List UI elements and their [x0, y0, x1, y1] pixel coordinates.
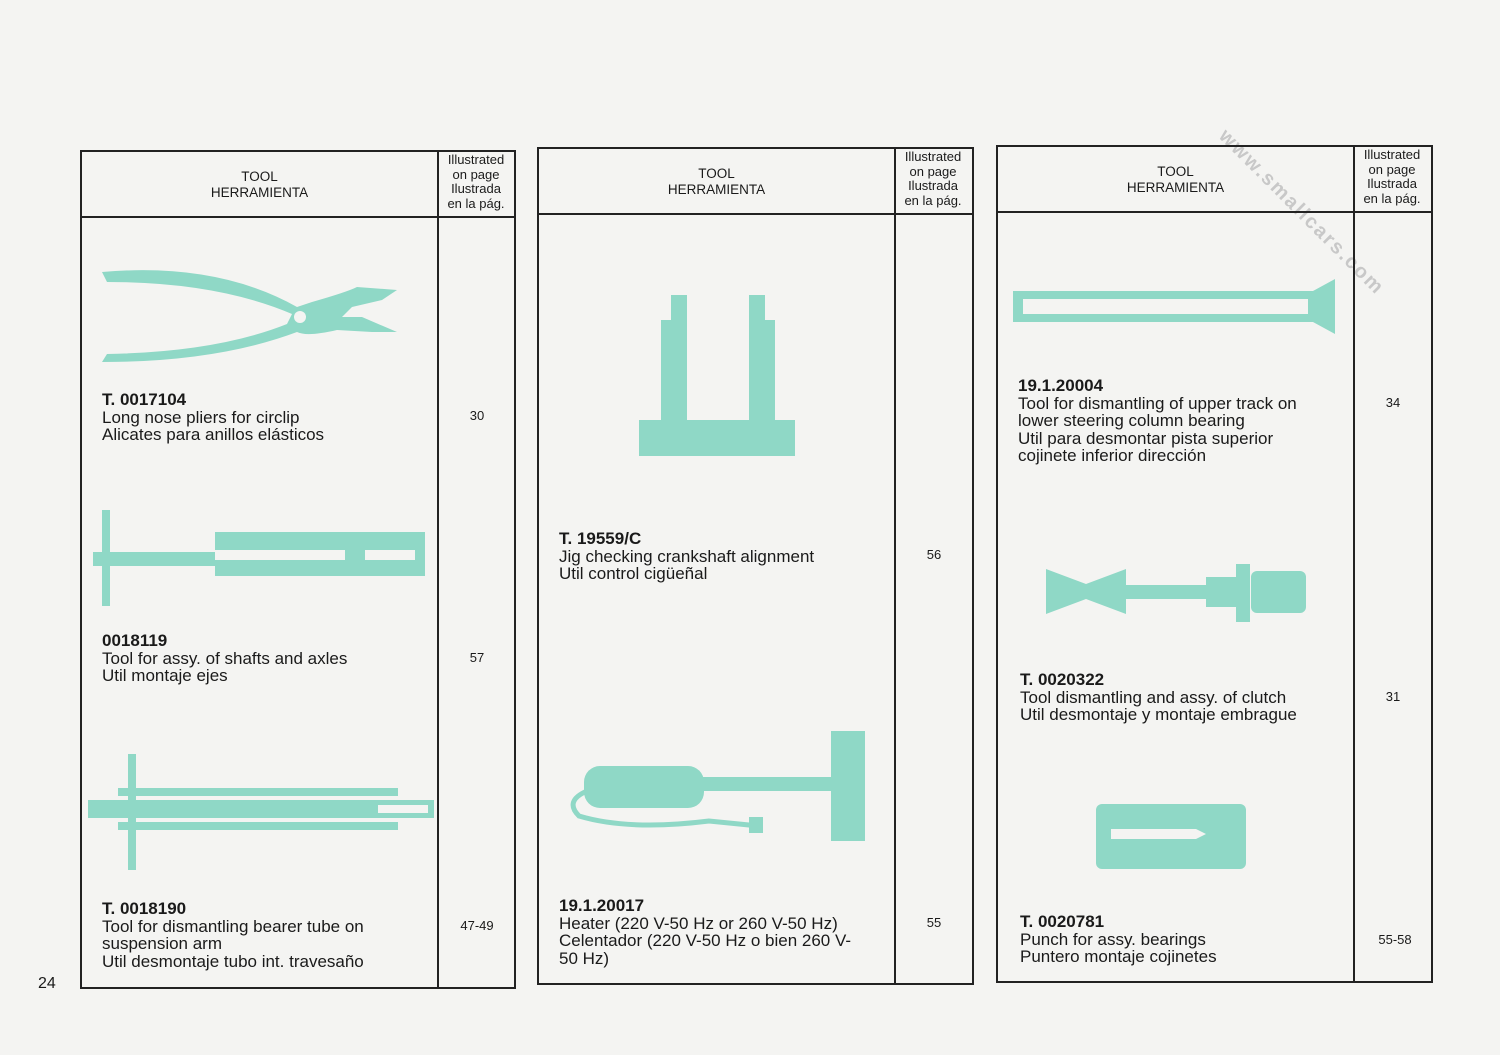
illustrated-label: en la pág. — [904, 192, 962, 208]
tool-desc: suspension arm — [102, 934, 223, 953]
page-number: 24 — [38, 975, 56, 992]
illustrated-label: Illustrated — [447, 152, 505, 167]
jig-icon — [639, 295, 795, 456]
heater-icon — [570, 731, 865, 841]
herramienta-label: HERRAMIENTA — [1126, 180, 1225, 195]
tool-desc: Long nose pliers for circlip — [102, 407, 300, 427]
tool-label: TOOL — [241, 169, 278, 184]
punch-icon — [1096, 804, 1246, 869]
illustrated-label: on page — [452, 166, 500, 182]
tool-desc: Util control cigüeñal — [559, 564, 708, 583]
tool-desc: Punch for assy. bearings — [1020, 929, 1206, 949]
tool-desc: Tool for dismantling bearer tube on — [102, 916, 364, 936]
herramienta-label: HERRAMIENTA — [667, 182, 766, 197]
pliers-icon — [102, 270, 397, 362]
illustrated-label: en la pág. — [1363, 190, 1421, 206]
page-ref: 57 — [469, 650, 485, 665]
tool-code: 0018119 — [102, 631, 168, 650]
page-ref: 30 — [469, 408, 485, 423]
tool-desc: Util desmontaje tubo int. travesaño — [102, 951, 364, 971]
illustrated-label: on page — [1368, 161, 1416, 177]
page-ref: 56 — [926, 547, 942, 562]
tool-desc: Tool dismantling and assy. of clutch — [1020, 687, 1287, 707]
tool-desc: cojinete inferior dirección — [1018, 446, 1207, 465]
tool-desc: Jig checking crankshaft alignment — [559, 546, 815, 566]
tool-desc: 50 Hz) — [559, 948, 610, 968]
illustrated-label: on page — [909, 163, 957, 179]
page-ref: 34 — [1385, 395, 1401, 410]
tool-desc: Tool for assy. of shafts and axles — [102, 648, 348, 668]
illustrated-label: en la pág. — [447, 195, 505, 211]
herramienta-label: HERRAMIENTA — [210, 185, 309, 200]
tool-label: TOOL — [1157, 164, 1194, 179]
clutch-tool-icon — [1046, 564, 1306, 622]
drift-icon — [1013, 279, 1335, 334]
page-ref: 47-49 — [460, 918, 494, 933]
illustrated-label: Ilustrada — [908, 178, 958, 193]
page-ref: 31 — [1385, 689, 1401, 704]
page-ref: 55 — [926, 915, 942, 930]
tool-code: T. 19559/C — [559, 529, 642, 548]
tool-desc: lower steering column bearing — [1018, 411, 1245, 430]
tool-desc: Util para desmontar pista superior — [1018, 428, 1274, 448]
tool-code: T. 0020781 — [1020, 912, 1105, 931]
tool-code: T. 0020322 — [1020, 670, 1105, 689]
illustrated-label: Ilustrada — [451, 181, 501, 196]
tool-code: T. 0017104 — [102, 390, 187, 409]
tool-desc: Tool for dismantling of upper track on — [1018, 393, 1297, 413]
tool-label: TOOL — [698, 166, 735, 181]
illustrated-label: Illustrated — [904, 149, 962, 164]
illustrated-label: Illustrated — [1363, 147, 1421, 162]
tool-desc: Celentador (220 V-50 Hz o bien 260 V- — [559, 931, 852, 950]
shaft-tool-icon — [93, 510, 425, 606]
tool-desc: Util montaje ejes — [102, 666, 228, 685]
tool-desc: Alicates para anillos elásticos — [102, 425, 325, 444]
page-ref: 55-58 — [1378, 932, 1412, 947]
tool-code: T. 0018190 — [102, 899, 187, 918]
tool-desc: Util desmontaje y montaje embrague — [1020, 705, 1297, 724]
tool-code: 19.1.20004 — [1018, 376, 1104, 395]
tool-desc: Puntero montaje cojinetes — [1020, 947, 1217, 966]
bearer-tube-tool-icon — [88, 754, 434, 870]
tool-code: 19.1.20017 — [559, 896, 645, 915]
tool-desc: Heater (220 V-50 Hz or 260 V-50 Hz) — [559, 913, 838, 933]
illustrated-label: Ilustrada — [1367, 176, 1417, 191]
